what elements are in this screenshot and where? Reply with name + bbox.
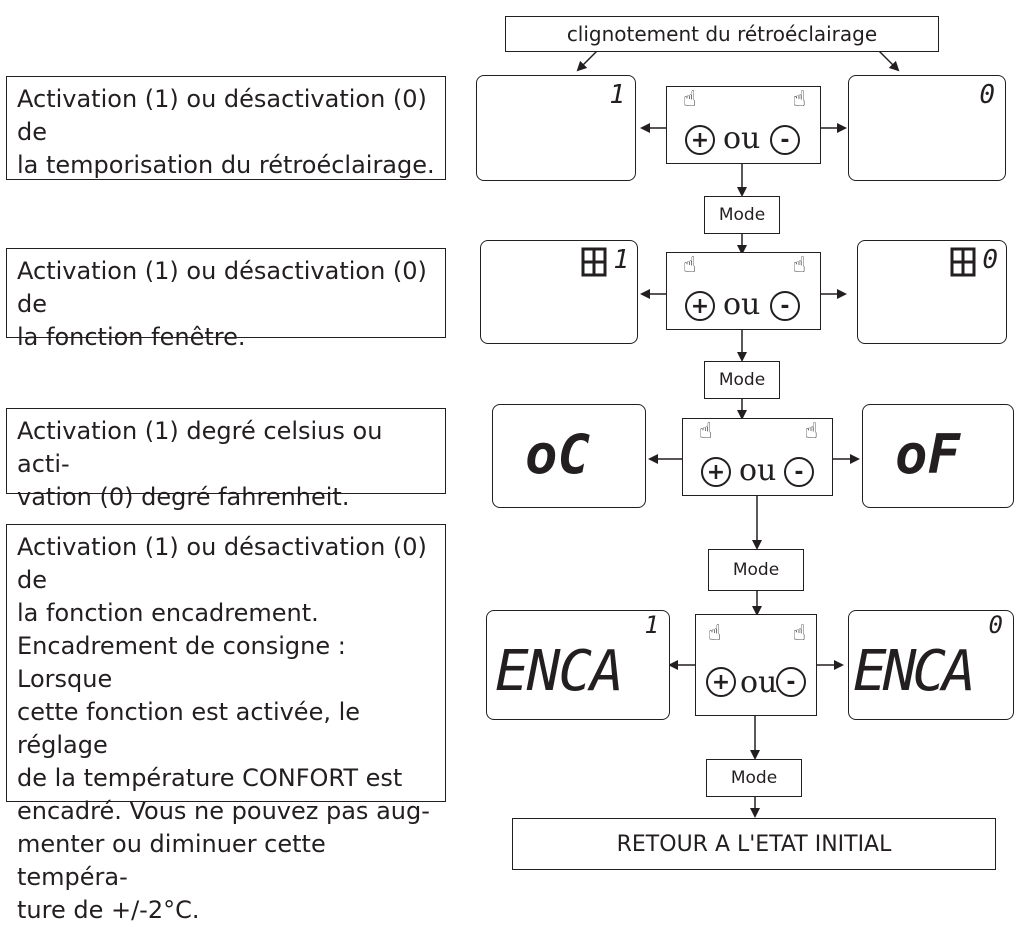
finger-icon: ☝ bbox=[792, 87, 806, 112]
plus-minus-selector[interactable]: ☝ ☝ + ou - bbox=[666, 86, 821, 164]
description-line: Activation (1) ou désactivation (0) de bbox=[17, 533, 427, 594]
window-icon bbox=[581, 247, 607, 277]
lcd-digit: 0 bbox=[988, 611, 1003, 639]
lcd-display-celsius: oC bbox=[492, 404, 646, 508]
lcd-digit: 0 bbox=[982, 245, 998, 275]
finger-icon: ☝ bbox=[708, 621, 722, 646]
minus-button[interactable]: - bbox=[776, 667, 806, 697]
description-line: la fonction fenêtre. bbox=[17, 323, 246, 351]
lcd-text: ENCA bbox=[853, 639, 976, 704]
description-temperature-unit: Activation (1) degré celsius ou acti- va… bbox=[6, 408, 446, 511]
description-line: Activation (1) ou désactivation (0) de bbox=[17, 257, 427, 318]
finger-icon: ☝ bbox=[792, 253, 806, 278]
description-window-function: Activation (1) ou désactivation (0) de l… bbox=[6, 248, 446, 351]
minus-button[interactable]: - bbox=[784, 457, 814, 487]
connector-lines bbox=[576, 49, 900, 818]
or-label: ou bbox=[740, 665, 778, 700]
plus-button[interactable]: + bbox=[701, 457, 731, 487]
lcd-digit: 1 bbox=[644, 611, 659, 639]
plus-minus-selector[interactable]: ☝ ☝ + ou - bbox=[666, 252, 821, 330]
finger-icon: ☝ bbox=[683, 253, 697, 278]
mode-button[interactable]: Mode bbox=[704, 361, 780, 399]
lcd-display-backlight-off: 0 bbox=[848, 75, 1006, 181]
description-line: cette fonction est activée, le réglage bbox=[17, 698, 361, 759]
description-line: de la température CONFORT est bbox=[17, 764, 403, 792]
lcd-display-window-off: 0 bbox=[857, 240, 1007, 344]
lcd-unit-text: oC bbox=[525, 423, 591, 486]
lcd-text: ENCA bbox=[495, 639, 624, 704]
lcd-display-framing-off: 0 ENCA bbox=[848, 610, 1014, 720]
plus-button[interactable]: + bbox=[685, 125, 715, 155]
or-label: ou bbox=[739, 453, 777, 488]
lcd-digit: 1 bbox=[609, 80, 625, 110]
lcd-display-window-on: 1 bbox=[480, 240, 638, 344]
description-line: Activation (1) ou désactivation (0) de bbox=[17, 85, 427, 146]
finger-icon: ☝ bbox=[792, 621, 806, 646]
or-label: ou bbox=[723, 121, 761, 156]
lcd-unit-text: oF bbox=[895, 423, 961, 486]
description-line: menter ou diminuer cette tempéra- bbox=[17, 830, 326, 891]
description-line: Encadrement de consigne : Lorsque bbox=[17, 632, 346, 693]
return-initial-state-footer: RETOUR A L'ETAT INITIAL bbox=[512, 818, 996, 870]
mode-button[interactable]: Mode bbox=[704, 196, 780, 234]
description-framing-function: Activation (1) ou désactivation (0) de l… bbox=[6, 524, 446, 924]
plus-minus-selector[interactable]: ☝ ☝ + ou - bbox=[682, 418, 833, 496]
mode-button[interactable]: Mode bbox=[706, 759, 802, 797]
window-icon bbox=[950, 247, 976, 277]
minus-button[interactable]: - bbox=[770, 291, 800, 321]
plus-minus-selector[interactable]: ☝ ☝ + ou - bbox=[695, 614, 817, 716]
lcd-display-fahrenheit: oF bbox=[862, 404, 1014, 508]
mode-button[interactable]: Mode bbox=[708, 549, 804, 591]
description-line: encadré. Vous ne pouvez pas aug- bbox=[17, 797, 430, 825]
backlight-blink-header: clignotement du rétroéclairage bbox=[505, 16, 939, 52]
finger-icon: ☝ bbox=[683, 87, 697, 112]
description-line: la fonction encadrement. bbox=[17, 599, 319, 627]
finger-icon: ☝ bbox=[804, 419, 818, 444]
plus-button[interactable]: + bbox=[706, 667, 736, 697]
minus-button[interactable]: - bbox=[770, 125, 800, 155]
lcd-digit: 1 bbox=[613, 245, 629, 275]
lcd-digit: 0 bbox=[979, 80, 995, 110]
lcd-display-framing-on: 1 ENCA bbox=[486, 610, 670, 720]
description-line: Activation (1) degré celsius ou acti- bbox=[17, 417, 383, 478]
description-line: vation (0) degré fahrenheit. bbox=[17, 483, 350, 511]
lcd-display-backlight-on: 1 bbox=[476, 75, 636, 181]
description-backlight-timer: Activation (1) ou désactivation (0) de l… bbox=[6, 76, 446, 180]
description-line: la temporisation du rétroéclairage. bbox=[17, 151, 435, 179]
description-line: ture de +/-2°C. bbox=[17, 896, 200, 924]
plus-button[interactable]: + bbox=[685, 291, 715, 321]
or-label: ou bbox=[723, 287, 761, 322]
finger-icon: ☝ bbox=[699, 419, 713, 444]
